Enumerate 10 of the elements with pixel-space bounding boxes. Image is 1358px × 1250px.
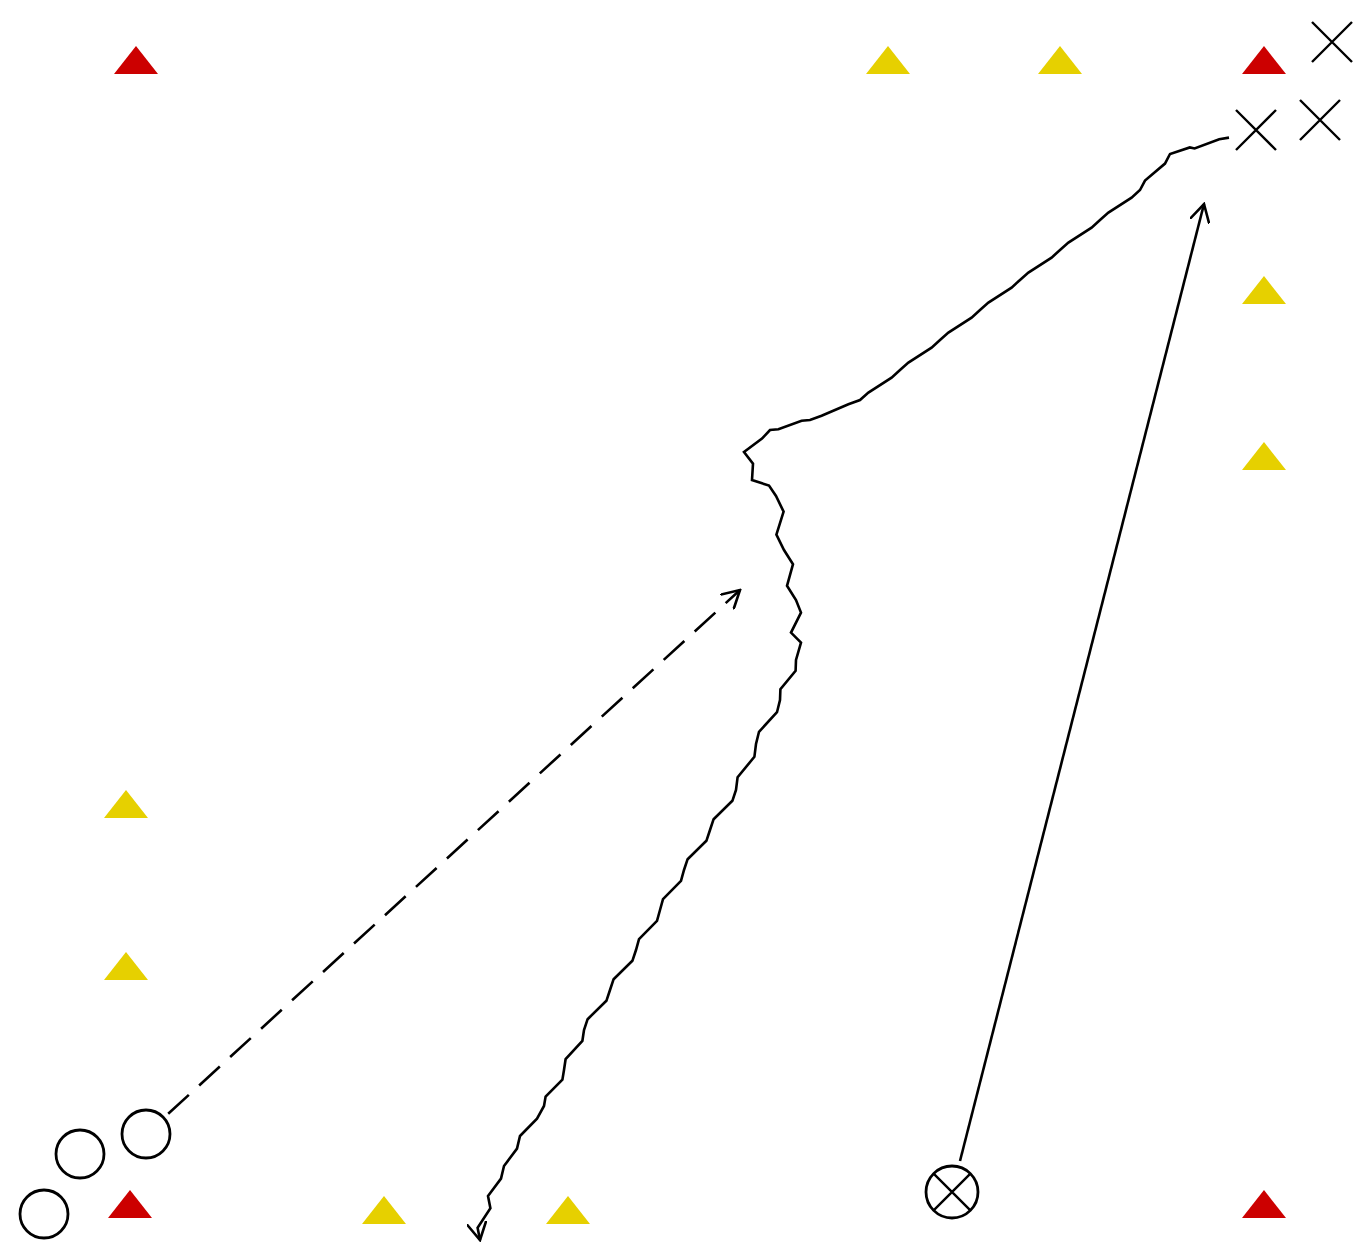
arrow [958,202,1211,1162]
cross-icon [1308,18,1356,66]
circle-icon [54,1128,106,1180]
cross-icon [1296,96,1344,144]
circle-icon [120,1108,172,1160]
crossed-circle-icon [924,1164,980,1220]
wavy-arrow [465,136,1230,1242]
dashed-arrow [167,588,742,1115]
cross-icon [1232,106,1280,154]
circle-icon [18,1188,70,1240]
